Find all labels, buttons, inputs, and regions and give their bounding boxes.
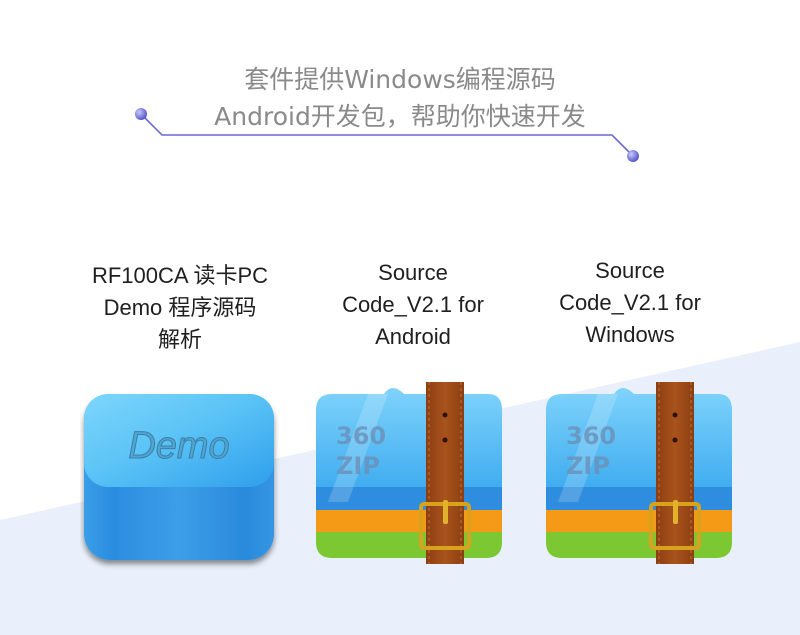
headline-line-1: 套件提供Windows编程源码 (244, 65, 556, 94)
caption-line: Code_V2.1 for (342, 292, 484, 317)
demo-label: Demo (128, 425, 229, 467)
caption-line: RF100CA 读卡PC (91, 263, 269, 288)
caption-demo: RF100CA 读卡PC Demo 程序源码 解析 (70, 260, 290, 356)
caption-line: Code_V2.1 for (559, 290, 701, 315)
headline-line-2: Android开发包，帮助你快速开发 (214, 102, 586, 131)
decorative-underline (135, 108, 639, 162)
zip-archive-icon-android[interactable]: 360 ZIP (308, 382, 508, 567)
zip-label-zip: ZIP (336, 452, 380, 480)
caption-line: Source (378, 260, 448, 285)
caption-line: Demo 程序源码 (103, 295, 257, 320)
caption-line: Android (375, 324, 451, 349)
zip-label-360: 360 (336, 422, 386, 450)
demo-key-icon[interactable]: Demo (80, 390, 280, 570)
caption-windows: Source Code_V2.1 for Windows (520, 255, 740, 351)
caption-android: Source Code_V2.1 for Android (303, 257, 523, 353)
zip-archive-icon-windows[interactable]: 360 ZIP (538, 382, 738, 567)
zip-label-zip: ZIP (566, 452, 610, 480)
caption-line: 解析 (157, 327, 202, 352)
zip-label-360: 360 (566, 422, 616, 450)
caption-line: Source (595, 258, 665, 283)
caption-line: Windows (585, 322, 675, 347)
